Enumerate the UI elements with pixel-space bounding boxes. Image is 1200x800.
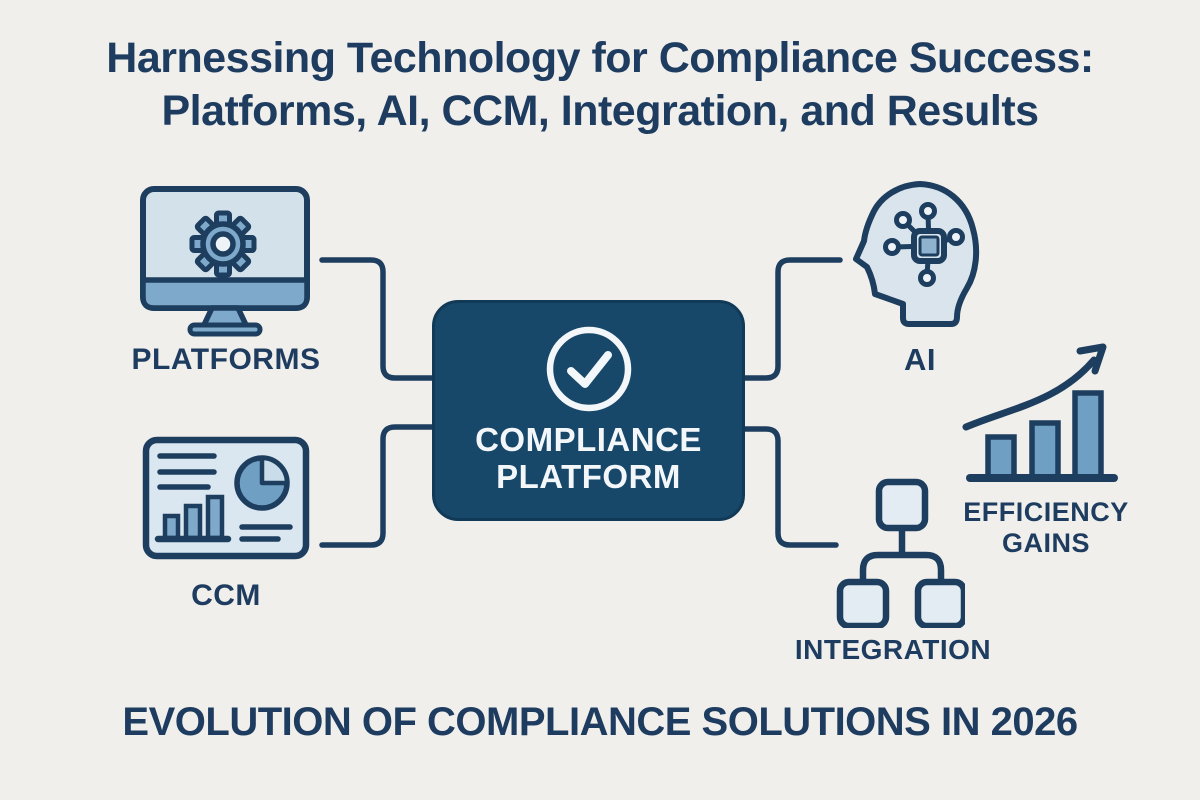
- check-circle-icon: [546, 326, 631, 412]
- platforms-label: PLATFORMS: [131, 343, 321, 376]
- monitor-gear-icon: [140, 186, 310, 337]
- ai-label: AI: [904, 342, 936, 377]
- integration-label: INTEGRATION: [794, 634, 992, 665]
- connector-box-to-ai: [742, 257, 843, 381]
- center-box-label: COMPLIANCE PLATFORM: [475, 421, 702, 495]
- page-title-line2: Platforms, AI, CCM, Integration, and Res…: [161, 87, 1039, 135]
- compliance-platform-box: COMPLIANCE PLATFORM: [432, 300, 745, 521]
- efficiency-label-line2: GAINS: [1001, 528, 1090, 558]
- hierarchy-icon: [836, 478, 965, 628]
- connector-ccm-to-box: [319, 424, 435, 548]
- up-arrow-icon: [962, 343, 1107, 431]
- connector-box-to-integration: [742, 426, 839, 548]
- bar-chart-icon: [154, 494, 232, 543]
- text-lines-icon: [239, 524, 293, 542]
- footer-title: EVOLUTION OF COMPLIANCE SOLUTIONS IN 202…: [122, 700, 1078, 744]
- pie-chart-icon: [234, 455, 290, 511]
- page-title: Harnessing Technology for Compliance Suc…: [0, 32, 1200, 138]
- chip-network-icon: [883, 202, 965, 287]
- dashboard-chart-icon: [142, 436, 310, 560]
- connector-platforms-to-box: [319, 257, 435, 381]
- gear-icon: [189, 210, 257, 278]
- efficiency-gains-label: EFFICIENCY GAINS: [946, 497, 1146, 559]
- growth-chart-icon: [962, 343, 1118, 482]
- ccm-label: CCM: [191, 579, 261, 612]
- head-chip-icon: [853, 181, 980, 327]
- center-box-label-line2: PLATFORM: [496, 458, 681, 495]
- page-title-line1: Harnessing Technology for Compliance Suc…: [106, 34, 1094, 82]
- text-lines-icon: [157, 453, 217, 490]
- efficiency-label-line1: EFFICIENCY: [963, 497, 1129, 527]
- center-box-label-line1: COMPLIANCE: [475, 421, 702, 458]
